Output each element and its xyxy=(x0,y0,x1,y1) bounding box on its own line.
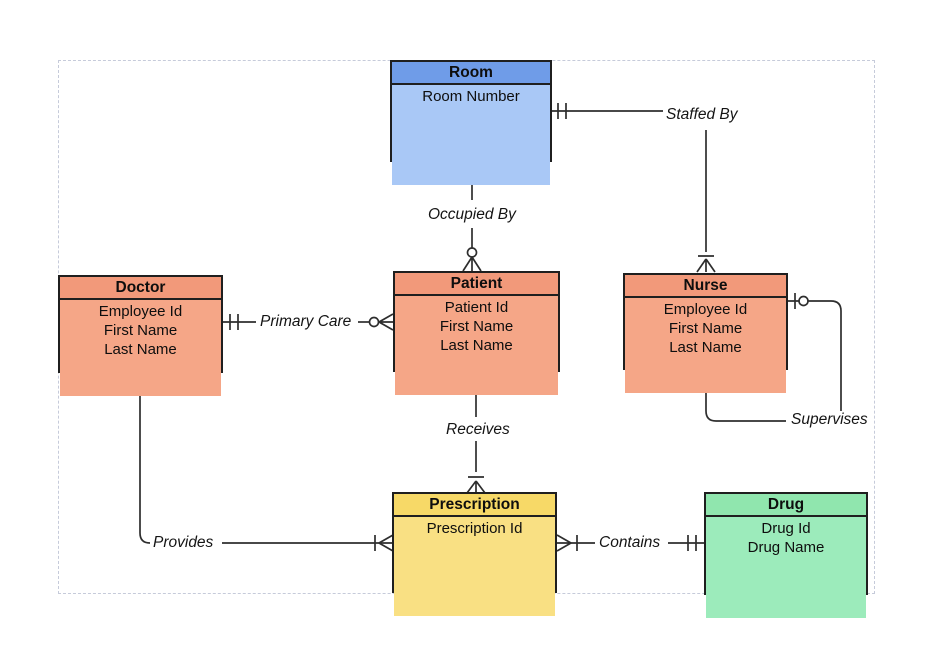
attribute: Drug Name xyxy=(747,539,825,556)
entity-nurse[interactable]: Nurse Employee Id First Name Last Name xyxy=(623,273,788,393)
cardinality-one-and-only-one-icon xyxy=(229,314,239,330)
relationship-label-contains[interactable]: Contains xyxy=(597,534,663,552)
entity-attributes: Prescription Id xyxy=(394,517,555,616)
attribute: First Name xyxy=(439,318,514,335)
entity-attributes: Employee Id First Name Last Name xyxy=(625,298,786,393)
entity-attributes: Drug Id Drug Name xyxy=(706,517,866,618)
entity-attributes: Employee Id First Name Last Name xyxy=(60,300,221,396)
entity-title: Room xyxy=(392,62,550,85)
attribute: Prescription Id xyxy=(426,520,523,537)
connector-line xyxy=(705,392,786,422)
relationship-label-receives[interactable]: Receives xyxy=(444,421,512,439)
entity-doctor[interactable]: Doctor Employee Id First Name Last Name xyxy=(58,275,223,396)
entity-drug[interactable]: Drug Drug Id Drug Name xyxy=(704,492,868,618)
entity-prescription[interactable]: Prescription Prescription Id xyxy=(392,492,557,616)
entity-patient[interactable]: Patient Patient Id First Name Last Name xyxy=(393,271,560,395)
attribute: First Name xyxy=(668,320,743,337)
attribute: Employee Id xyxy=(663,301,748,318)
cardinality-one-or-many-icon xyxy=(556,534,578,552)
connector-line xyxy=(788,300,842,411)
entity-title: Nurse xyxy=(625,275,786,298)
attribute: Last Name xyxy=(104,341,177,358)
attribute: Room Number xyxy=(422,88,520,105)
attribute: Last Name xyxy=(440,337,513,354)
staffed-by-connector xyxy=(552,103,716,273)
cardinality-one-and-only-one-icon xyxy=(557,103,567,119)
attribute: First Name xyxy=(103,322,178,339)
entity-attributes: Room Number xyxy=(392,85,550,185)
relationship-label-staffed-by[interactable]: Staffed By xyxy=(664,106,740,124)
attribute: Last Name xyxy=(669,339,742,356)
relationship-label-primary-care[interactable]: Primary Care xyxy=(258,313,354,331)
entity-title: Doctor xyxy=(60,277,221,300)
cardinality-zero-or-many-icon xyxy=(462,247,482,272)
connector-line xyxy=(139,373,151,544)
cardinality-zero-or-one-icon xyxy=(794,293,809,309)
attribute: Drug Id xyxy=(761,520,811,537)
entity-title: Drug xyxy=(706,494,866,517)
relationship-label-provides[interactable]: Provides xyxy=(151,534,216,552)
primary-care-connector xyxy=(223,313,394,331)
attribute: Patient Id xyxy=(444,299,509,316)
cardinality-one-or-many-icon xyxy=(696,255,716,273)
entity-room[interactable]: Room Room Number xyxy=(390,60,552,185)
relationship-label-supervises[interactable]: Supervises xyxy=(789,411,870,429)
entity-attributes: Patient Id First Name Last Name xyxy=(395,296,558,395)
relationship-label-occupied-by[interactable]: Occupied By xyxy=(426,206,518,224)
cardinality-one-and-only-one-icon xyxy=(687,535,697,551)
cardinality-one-or-many-icon xyxy=(466,476,486,494)
entity-title: Prescription xyxy=(394,494,555,517)
cardinality-zero-or-many-icon xyxy=(368,313,394,331)
attribute: Employee Id xyxy=(98,303,183,320)
entity-title: Patient xyxy=(395,273,558,296)
provides-connector xyxy=(132,373,394,552)
contains-connector xyxy=(556,534,704,552)
cardinality-one-or-many-icon xyxy=(374,534,394,552)
